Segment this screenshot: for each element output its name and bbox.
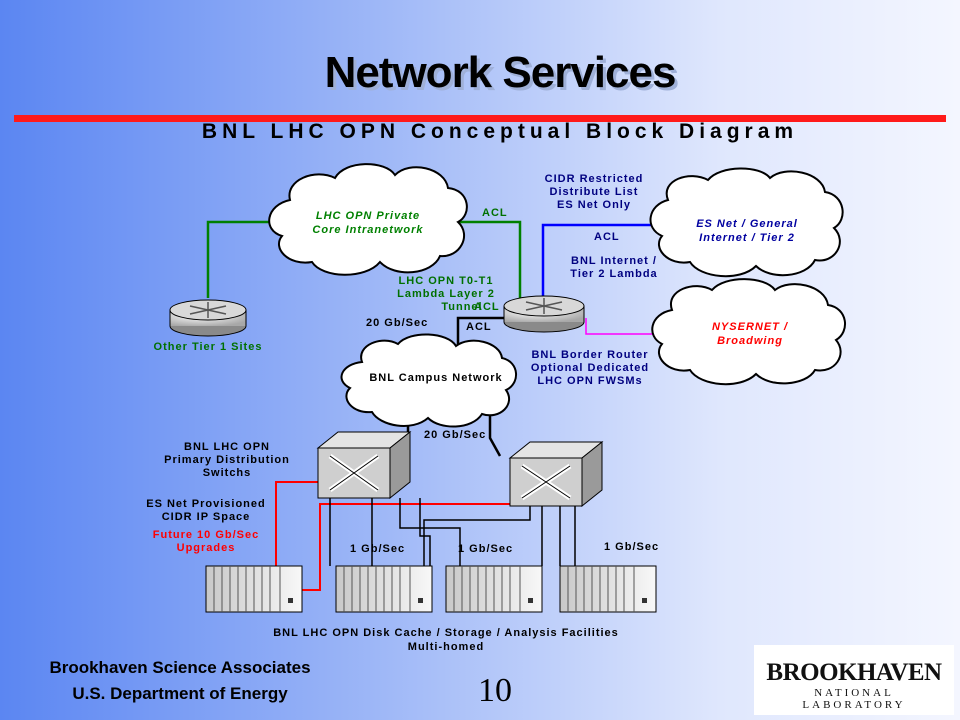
label-primary-dist-3: Switchs	[203, 467, 252, 479]
cloud-lhc-opn: LHC OPN Private Core Intranetwork	[268, 163, 468, 276]
logo-main-text: BROOKHAVEN	[766, 659, 942, 686]
link-sw-l-rack3	[399, 498, 461, 566]
label-1gb-b: 1 Gb/Sec	[458, 543, 513, 555]
link-esnet-to-border	[541, 223, 655, 298]
router-border	[503, 295, 585, 333]
label-primary-dist-1: BNL LHC OPN	[184, 441, 270, 453]
storage-racks	[205, 565, 657, 613]
label-1gb-c: 1 Gb/Sec	[604, 541, 659, 553]
rack-group-2	[335, 565, 433, 613]
labels: ACL CIDR Restricted Distribute List ES N…	[146, 173, 659, 653]
cloud-lhc-opn-line2: Core Intranetwork	[312, 224, 423, 236]
cloud-nysernet-line1: NYSERNET /	[712, 321, 789, 333]
footer-org-line1: Brookhaven Science Associates	[49, 658, 311, 677]
rack-group-4	[559, 565, 657, 613]
link-sw-l-rack4	[419, 498, 431, 566]
footer-org-line2: U.S. Department of Energy	[72, 684, 288, 703]
label-t0t1-3: Tunnel	[441, 301, 482, 313]
label-future-2: Upgrades	[177, 542, 236, 554]
cloud-esnet: ES Net / General Internet / Tier 2	[649, 167, 844, 278]
label-20gb-mid: 20 Gb/Sec	[424, 429, 486, 441]
label-primary-dist-2: Primary Distribution	[164, 454, 290, 466]
router-other-tier1	[169, 299, 247, 337]
cloud-esnet-line2: Internet / Tier 2	[699, 232, 795, 244]
cloud-esnet-line1: ES Net / General	[696, 218, 798, 230]
label-cidr-1: CIDR Restricted	[545, 173, 644, 185]
label-esnet-cidr-2: CIDR IP Space	[162, 511, 251, 523]
cloud-lhc-opn-line1: LHC OPN Private	[316, 210, 420, 222]
label-storage-1: BNL LHC OPN Disk Cache / Storage / Analy…	[273, 627, 619, 639]
cloud-nysernet-line2: Broadwing	[717, 335, 783, 347]
cloud-nysernet: NYSERNET / Broadwing	[651, 278, 846, 386]
label-esnet-cidr-1: ES Net Provisioned	[146, 498, 265, 510]
label-future-1: Future 10 Gb/Sec	[153, 529, 259, 541]
switch-right	[508, 440, 604, 508]
label-cidr-3: ES Net Only	[557, 199, 631, 211]
label-t0t1-1: LHC OPN T0-T1	[399, 275, 494, 287]
link-lhc-to-border	[458, 220, 522, 298]
slide-title-shadow: Network Services	[327, 51, 680, 100]
link-nysernet-to-border	[585, 318, 658, 335]
rack-group-3	[445, 565, 543, 613]
label-acl-tunnel: ACL	[474, 301, 500, 313]
link-campus-to-switch-right	[488, 410, 502, 457]
link-sw-r-rack2	[423, 498, 531, 566]
cloud-campus-line1: BNL Campus Network	[369, 372, 502, 384]
label-cidr-2: Distribute List	[550, 186, 639, 198]
label-20gb-left: 20 Gb/Sec	[366, 317, 428, 329]
diagram-title: BNL LHC OPN Conceptual Block Diagram	[201, 120, 799, 143]
label-border-router-3: LHC OPN FWSMs	[537, 375, 642, 387]
label-acl-esnet: ACL	[594, 231, 620, 243]
label-border-router-1: BNL Border Router	[531, 349, 648, 361]
brookhaven-logo: BROOKHAVEN NATIONAL LABORATORY	[754, 645, 954, 715]
label-t0t1-2: Lambda Layer 2	[397, 288, 495, 300]
page-number: 10	[478, 672, 512, 709]
rack-group-1	[205, 565, 303, 613]
label-acl-top: ACL	[482, 207, 508, 219]
label-1gb-a: 1 Gb/Sec	[350, 543, 405, 555]
label-bnl-internet-2: Tier 2 Lambda	[570, 268, 657, 280]
label-storage-2: Multi-homed	[408, 641, 484, 653]
label-bnl-internet-1: BNL Internet /	[571, 255, 657, 267]
label-other-tier1: Other Tier 1 Sites	[154, 341, 263, 353]
label-acl-campus: ACL	[466, 321, 492, 333]
logo-sub-text: NATIONAL LABORATORY	[802, 687, 906, 711]
label-border-router-2: Optional Dedicated	[531, 362, 649, 374]
cloud-campus: BNL Campus Network	[340, 333, 517, 428]
slide-title: Network Services	[324, 48, 677, 97]
title-rule	[14, 115, 946, 122]
switch-left	[316, 430, 412, 500]
link-lhc-to-other-tier1	[206, 220, 278, 298]
